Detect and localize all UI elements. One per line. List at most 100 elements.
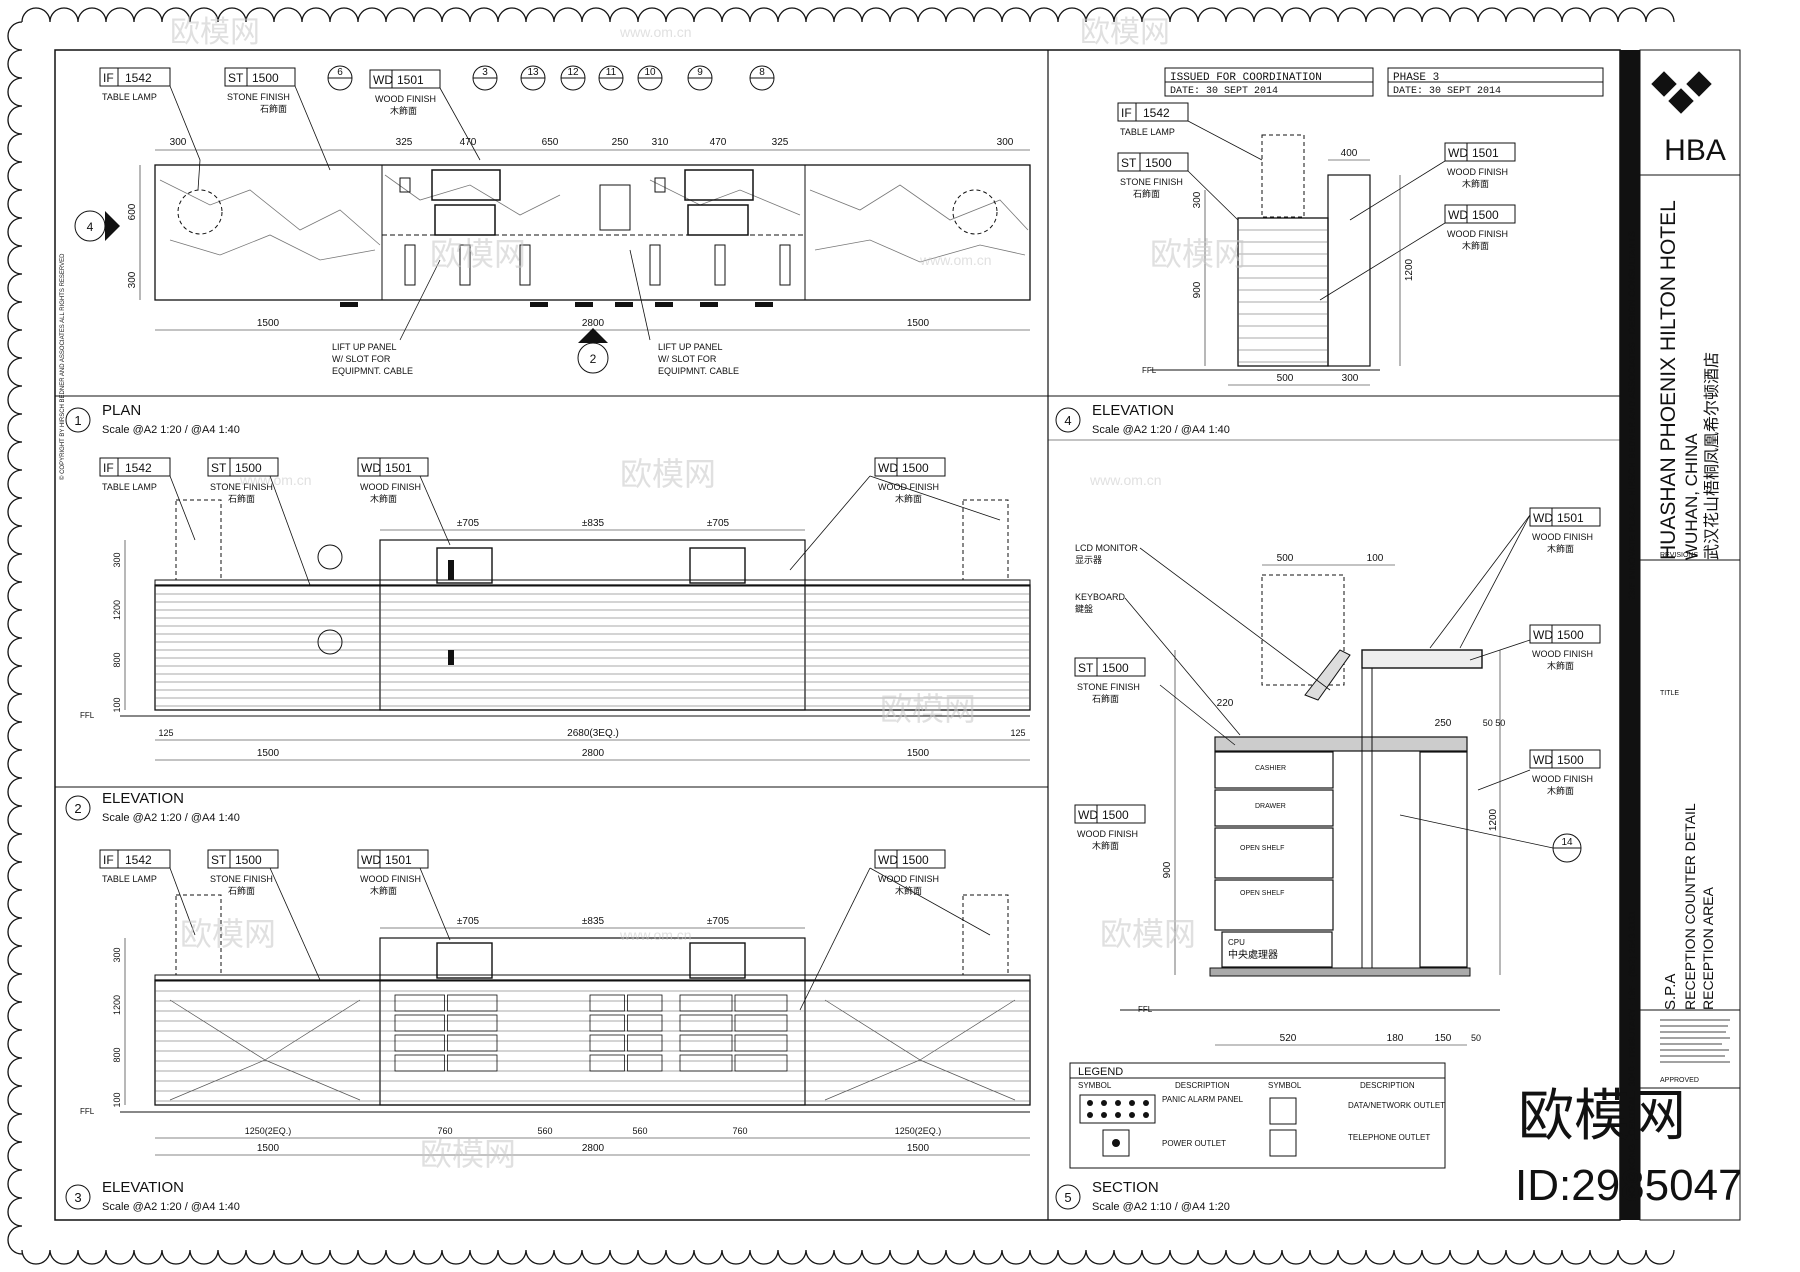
svg-text:1542: 1542: [125, 853, 152, 867]
drawer-left: [679, 1054, 733, 1072]
table-lamp-left: [177, 189, 223, 235]
view-title: ELEVATION: [102, 1179, 184, 1196]
svg-text:WD: WD: [1533, 511, 1553, 525]
callout-number: 9: [697, 67, 703, 78]
dim-text-side: 600: [127, 203, 138, 220]
drawing-title: RECEPTION COUNTER DETAIL: [1682, 803, 1698, 1010]
dim-text-height: 300: [112, 552, 122, 567]
svg-text:石飾面: 石飾面: [228, 885, 255, 896]
svg-text:木飾面: 木飾面: [895, 885, 922, 896]
dim-text: 900: [1192, 281, 1203, 298]
svg-text:WOOD FINISH: WOOD FINISH: [1447, 167, 1508, 177]
dim-text: 180: [1387, 1033, 1404, 1044]
svg-text:1501: 1501: [1472, 146, 1499, 160]
drawing-area: RECEPTION AREA: [1700, 886, 1716, 1010]
dim-text-bottom: 1500: [257, 318, 280, 329]
dim-text-top: 470: [710, 137, 727, 148]
drawer-left: [394, 994, 445, 1012]
cashier-drawer: [1214, 751, 1334, 789]
dim-text: 50: [1471, 1033, 1481, 1043]
watermark-url: www.om.cn: [619, 927, 692, 943]
view-scale: Scale @A2 1:10 / @A4 1:20: [1092, 1201, 1230, 1213]
view-number: 3: [74, 1190, 81, 1205]
drawing-code: S.P.A: [1662, 974, 1679, 1010]
drawer-left: [394, 1014, 445, 1032]
view-title-3: 3 ELEVATION Scale @A2 1:20 / @A4 1:40: [65, 1179, 240, 1213]
drawer-left: [589, 1014, 625, 1032]
monitor-left: [436, 547, 493, 584]
drawer-left: [679, 1014, 733, 1032]
dim-text: 220: [1217, 698, 1234, 709]
svg-text:1501: 1501: [397, 73, 424, 87]
dim-text-bottom: 1500: [257, 1143, 280, 1154]
watermark-brand: 欧模网: [180, 916, 276, 952]
dim-text-top: ±705: [707, 518, 730, 529]
section-leaders: [1124, 514, 1531, 791]
svg-text:石飾面: 石飾面: [1133, 188, 1160, 199]
ffl-label: FFL: [1138, 1005, 1153, 1014]
open-shelf-upper: [1214, 827, 1334, 879]
legend-box: [1069, 1062, 1446, 1169]
legend-item-telephone: TELEPHONE OUTLET: [1348, 1133, 1430, 1142]
section-marker-2: 2: [577, 328, 609, 374]
legend-col-desc-2: DESCRIPTION: [1360, 1081, 1415, 1090]
watermark-brand: 欧模网: [620, 456, 716, 492]
svg-text:WD: WD: [361, 461, 381, 475]
phone-icon: [654, 177, 666, 193]
section-marker-4: 4: [74, 210, 120, 242]
svg-text:WOOD FINISH: WOOD FINISH: [360, 482, 421, 492]
dim-text-top: ±705: [457, 518, 480, 529]
dim-text-mid: 2680(3EQ.): [567, 728, 619, 739]
svg-text:WOOD FINISH: WOOD FINISH: [375, 94, 436, 104]
drawer-left: [394, 1034, 445, 1052]
data-outlet-icon: [1269, 1097, 1297, 1125]
drawer-right: [627, 994, 663, 1012]
svg-text:WD: WD: [361, 853, 381, 867]
drawer-label: DRAWER: [1255, 803, 1286, 810]
drawer-right: [734, 1034, 788, 1052]
dim-text: 50 50: [1483, 718, 1506, 728]
dim-text: 500: [1277, 553, 1294, 564]
dim-text-bottom: 1500: [257, 748, 280, 759]
svg-text:WD: WD: [878, 853, 898, 867]
lift-slot-note: W/ SLOT FOR: [332, 354, 391, 364]
dim-text-top: 470: [460, 137, 477, 148]
lift-cable-note-2: EQUIPMNT. CABLE: [658, 366, 739, 376]
view-scale: Scale @A2 1:20 / @A4 1:40: [102, 812, 240, 824]
watermark-url: www.om.cn: [239, 472, 312, 488]
view-title: ELEVATION: [102, 790, 184, 807]
drawer-left: [394, 1054, 445, 1072]
svg-text:木飾面: 木飾面: [895, 493, 922, 504]
dim-text: 100: [1367, 553, 1384, 564]
table-lamp: [1261, 134, 1305, 218]
hba-logo-icon-part: [1668, 88, 1694, 114]
ffl-label: FFL: [80, 1107, 95, 1116]
svg-text:1500: 1500: [1472, 208, 1499, 222]
svg-text:1500: 1500: [902, 461, 929, 475]
svg-text:WD: WD: [1078, 808, 1098, 822]
dim-text-top: 325: [772, 137, 789, 148]
svg-text:石飾面: 石飾面: [1092, 693, 1119, 704]
view-number: 2: [74, 801, 81, 816]
callout-number: 11: [606, 67, 617, 78]
callout-number: 3: [482, 67, 488, 78]
keyboard-label: KEYBOARD: [1075, 592, 1126, 602]
plinth: [1209, 967, 1471, 977]
title-label: TITLE: [1660, 690, 1679, 697]
counter-top-lower: [1214, 736, 1468, 752]
scalloped-border: [7, 7, 1675, 1265]
lift-cable-note: EQUIPMNT. CABLE: [332, 366, 413, 376]
svg-text:STONE FINISH: STONE FINISH: [227, 92, 290, 102]
view-scale: Scale @A2 1:20 / @A4 1:40: [102, 424, 240, 436]
counter-top: [154, 579, 1031, 587]
svg-text:1500: 1500: [1102, 661, 1129, 675]
svg-text:1500: 1500: [1145, 156, 1172, 170]
legend-item-data: DATA/NETWORK OUTLET: [1348, 1101, 1445, 1110]
dim-text: 300: [1192, 191, 1203, 208]
section-5: CASHIER DRAWER OPEN SHELF OPEN SHELF CPU…: [1069, 507, 1601, 1169]
open-shelf-label-2: OPEN SHELF: [1240, 890, 1284, 897]
